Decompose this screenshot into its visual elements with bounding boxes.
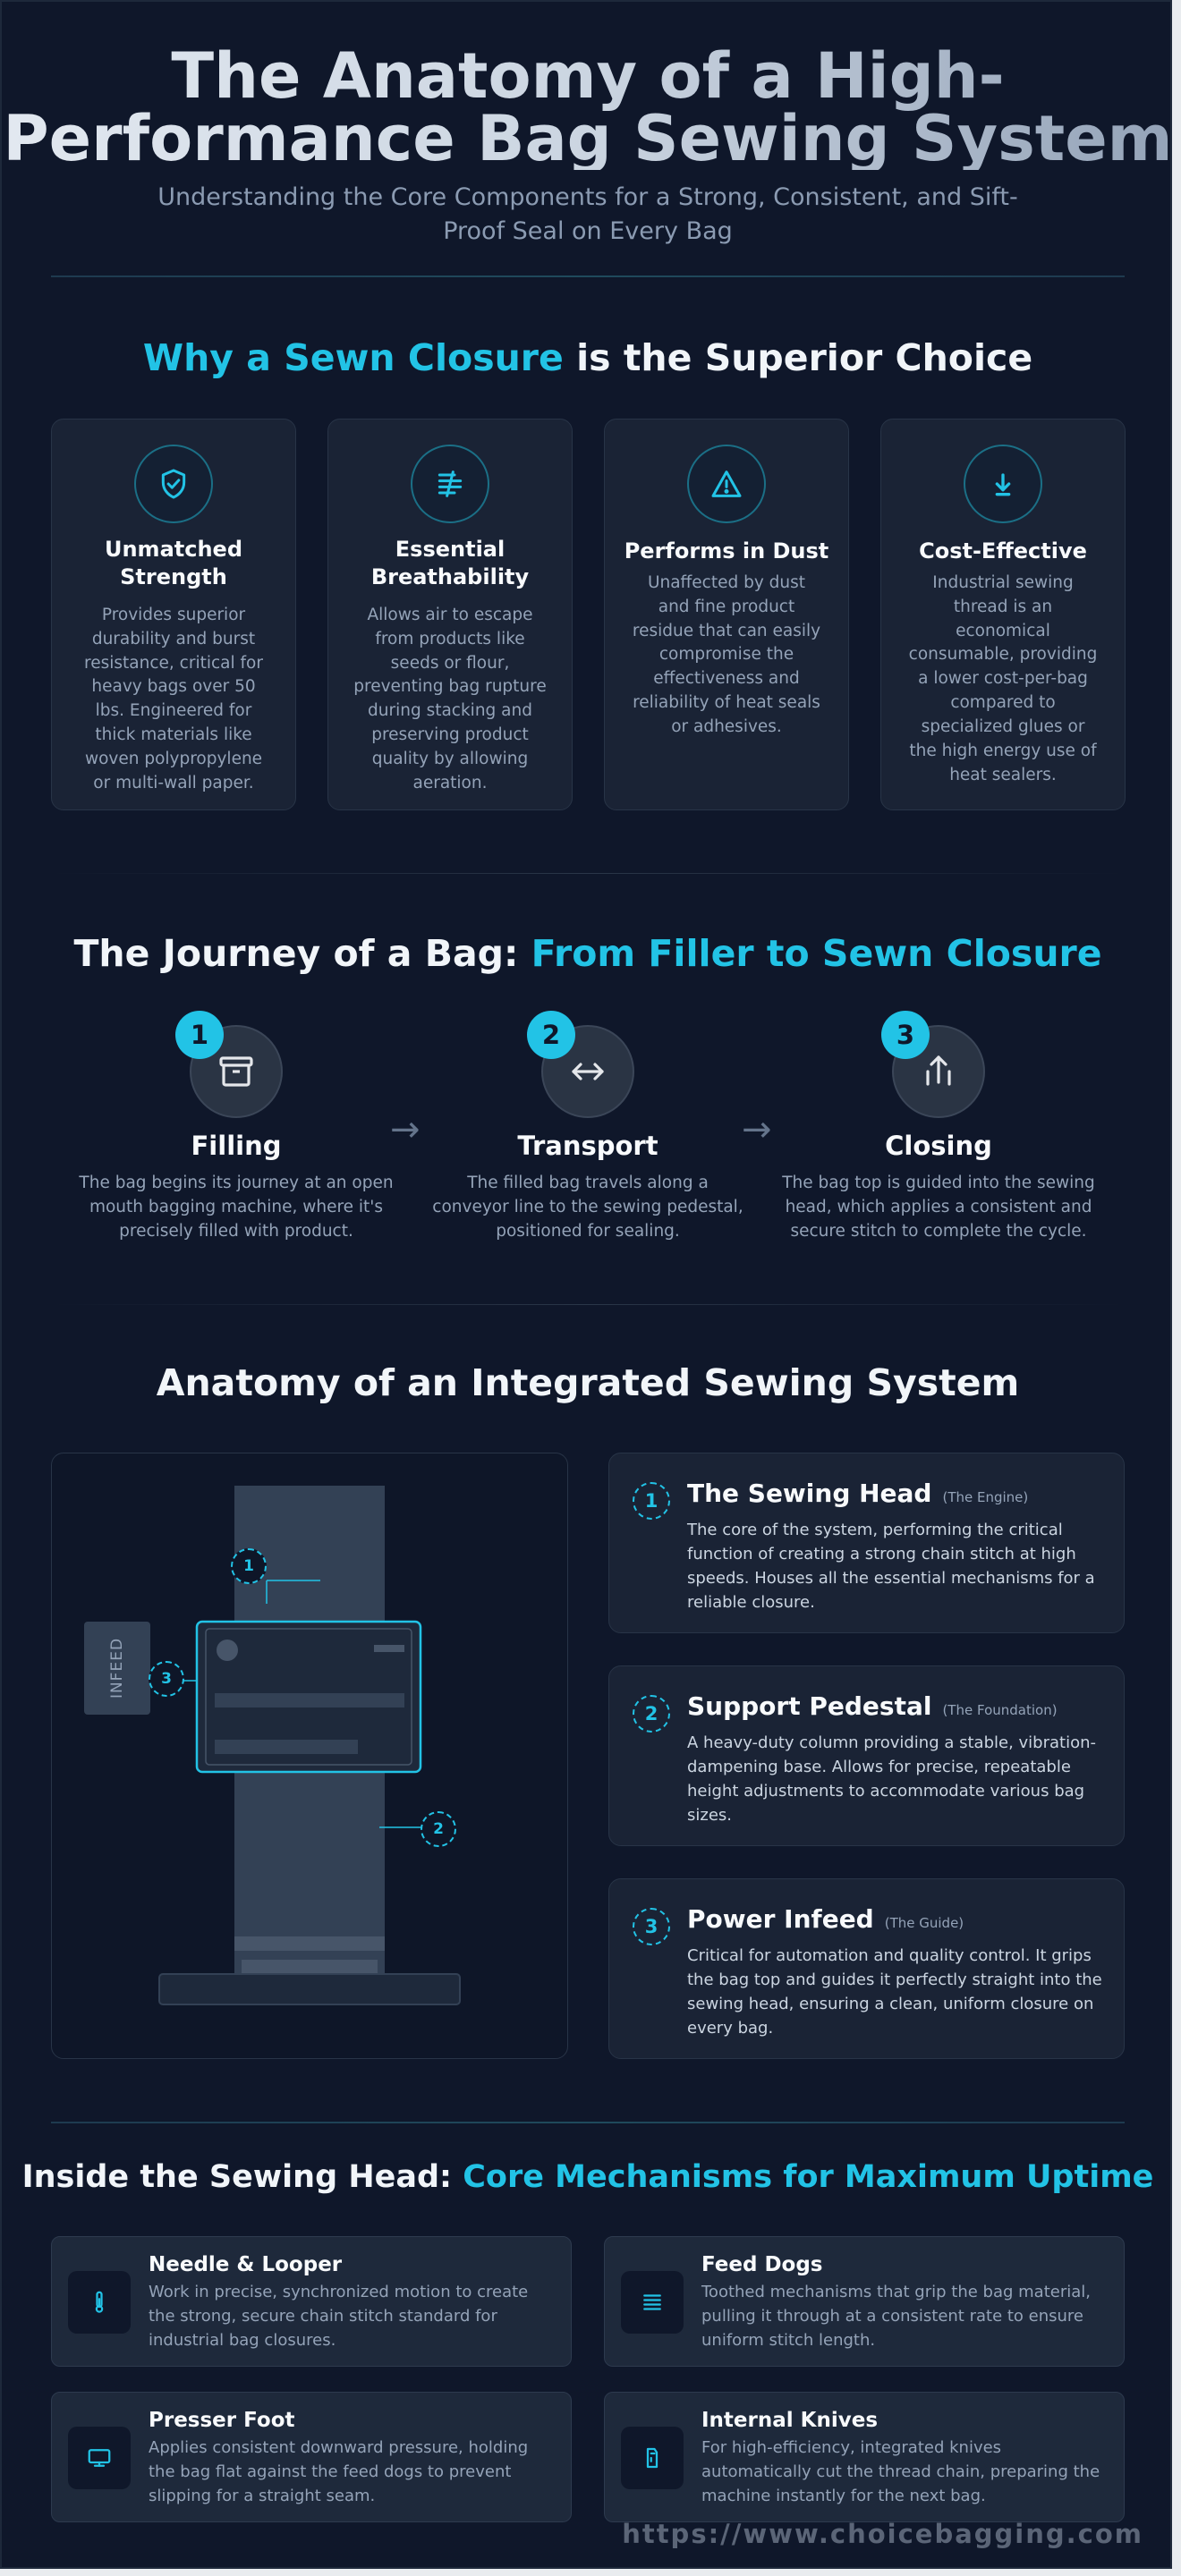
mechanisms-title-accent: Core Mechanisms for Maximum Uptime [463,2159,1154,2195]
part-number: 3 [633,1908,670,1945]
mechanism-title: Presser Foot [149,2409,295,2432]
part-name: Support Pedestal [687,1691,932,1721]
part-description: A heavy-duty column providing a stable, … [687,1733,1097,1825]
part-role: (The Engine) [942,1489,1029,1505]
why-card-dust: Performs in Dust Unaffected by dust and … [604,419,849,810]
footer-url: https://www.choicebagging.com [622,2519,1143,2549]
mechanism-card-needle-looper: Needle & Looper Work in precise, synchro… [51,2236,572,2367]
mechanism-title: Internal Knives [701,2409,879,2432]
part-number: 2 [633,1695,670,1733]
down-arrow-icon [964,445,1042,523]
thermometer-icon [68,2271,131,2334]
title-line-1: The Anatomy of a High- [171,39,1005,113]
anatomy-section-title: Anatomy of an Integrated Sewing System [156,1361,1020,1404]
section-divider [51,2122,1125,2123]
right-arrow-icon: → [742,1109,772,1150]
step-number-badge: 2 [527,1011,575,1059]
header-divider [51,275,1125,277]
monitor-icon [68,2427,131,2489]
mechanism-card-internal-knives: Internal Knives For high-efficiency, int… [604,2392,1125,2522]
why-card-cost: Cost-Effective Industrial sewing thread … [880,419,1126,810]
step-title: Closing [885,1131,992,1161]
why-card-text: Unaffected by dust and fine product resi… [632,573,821,736]
why-card-title: Unmatched Strength [104,537,243,590]
mechanism-text: For high-efficiency, integrated knives a… [701,2438,1100,2505]
why-card-text: Allows air to escape from products like … [353,606,547,792]
page-title: The Anatomy of a High- Performance Bag S… [2,45,1174,170]
part-name: The Sewing Head [687,1479,932,1508]
title-line-2: Performance Bag Sewing System [3,102,1173,175]
diagram-label-2: 2 [421,1811,456,1847]
diagram-label-3: 3 [149,1661,184,1697]
part-role: (The Guide) [884,1915,964,1931]
sewing-system-diagram: INFEED 1 2 3 [51,1453,568,2059]
part-card-power-infeed: 3 Power Infeed (The Guide) Critical for a… [608,1878,1125,2059]
infeed-block [84,1622,150,1715]
step-number-badge: 3 [881,1011,930,1059]
why-card-title: Essential Breathability [370,537,530,590]
mechanism-card-presser-foot: Presser Foot Applies consistent downward… [51,2392,572,2522]
why-title-rest: is the Superior Choice [563,336,1033,379]
step-text: The bag begins its journey at an open mo… [79,1174,394,1241]
part-description: Critical for automation and quality cont… [687,1946,1102,2038]
part-role: (The Foundation) [942,1702,1058,1718]
step-text: The bag top is guided into the sewing he… [782,1174,1095,1241]
step-text: The filled bag travels along a conveyor … [432,1174,743,1241]
part-description: The core of the system, performing the c… [687,1521,1095,1612]
page-subtitle: Understanding the Core Components for a … [157,183,1018,245]
mechanism-card-feed-dogs: Feed Dogs Toothed mechanisms that grip t… [604,2236,1125,2367]
journey-title-rest: The Journey of a Bag: [73,932,531,975]
journey-section-title: The Journey of a Bag: From Filler to Sew… [2,932,1174,975]
right-arrow-icon: → [390,1109,421,1150]
blade-icon [621,2427,684,2489]
why-section-title: Why a Sewn Closure is the Superior Choic… [2,336,1174,379]
why-card-title: Performs in Dust [624,538,829,564]
why-card-breathability: Essential Breathability Allows air to es… [327,419,573,810]
step-title: Transport [517,1131,658,1161]
warning-triangle-icon [687,445,766,523]
part-name: Power Infeed [687,1904,874,1934]
diagram-label-1: 1 [231,1548,267,1584]
mechanism-title: Needle & Looper [149,2253,343,2276]
shield-check-icon [134,445,213,523]
section-divider [51,873,1125,874]
infeed-label: INFEED [108,1637,126,1699]
why-card-title: Cost-Effective [919,538,1087,564]
mechanisms-section-title: Inside the Sewing Head: Core Mechanisms … [2,2159,1174,2195]
why-card-strength: Unmatched Strength Provides superior dur… [51,419,296,810]
journey-title-accent: From Filler to Sewn Closure [531,932,1102,975]
mechanism-text: Toothed mechanisms that grip the bag mat… [701,2283,1091,2350]
mechanism-title: Feed Dogs [701,2253,823,2276]
pedestal-base [158,1973,461,2005]
mechanisms-title-rest: Inside the Sewing Head: [21,2159,463,2195]
step-number-badge: 1 [175,1011,224,1059]
why-card-text: Industrial sewing thread is an economica… [908,573,1098,784]
mechanism-text: Work in precise, synchronized motion to … [149,2283,529,2350]
section-divider [51,1304,1125,1305]
why-card-text: Provides superior durability and burst r… [84,606,263,792]
part-number: 1 [633,1482,670,1520]
part-card-sewing-head: 1 The Sewing Head (The Engine) The core o… [608,1453,1125,1633]
part-card-support-pedestal: 2 Support Pedestal (The Foundation) A hea… [608,1665,1125,1846]
mechanism-text: Applies consistent downward pressure, ho… [149,2438,529,2505]
step-title: Filling [191,1131,282,1161]
why-title-accent: Why a Sewn Closure [142,336,564,379]
wind-icon [411,445,489,523]
lines-icon [621,2271,684,2334]
